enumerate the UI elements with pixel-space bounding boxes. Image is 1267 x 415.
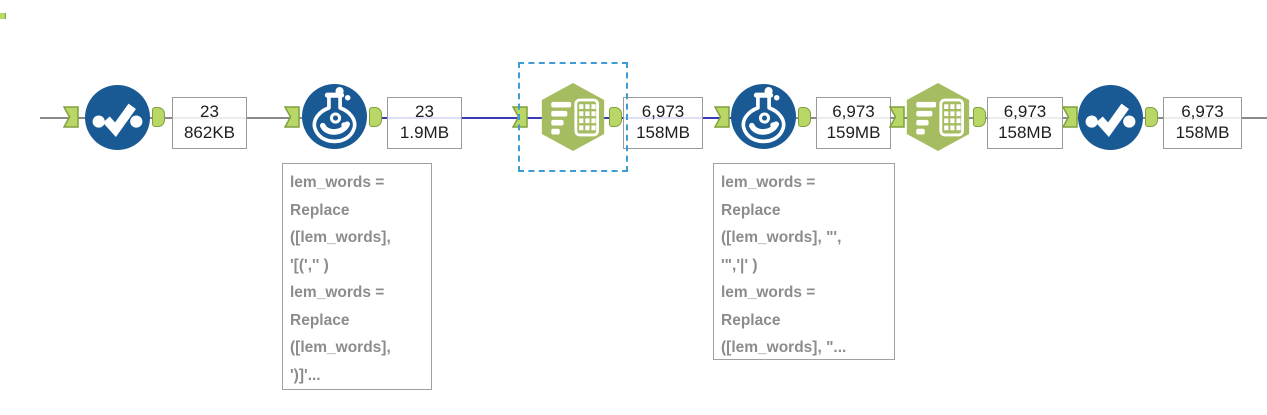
tool-unique-2[interactable] (1078, 85, 1143, 150)
tool-formula-2[interactable] (731, 84, 796, 149)
output-anchor[interactable] (152, 107, 165, 127)
input-anchor[interactable] (889, 106, 905, 128)
record-count-box: 6,973 159MB (816, 97, 891, 149)
record-count: 6,973 (1003, 102, 1047, 122)
edge-anchor-fragment (0, 13, 6, 19)
output-anchor[interactable] (369, 107, 382, 127)
record-count: 6,973 (832, 102, 875, 122)
data-size: 158MB (998, 123, 1052, 142)
tool-unique-1[interactable] (85, 85, 150, 150)
tool-summarize-2[interactable] (904, 80, 972, 154)
input-anchor[interactable] (284, 106, 300, 128)
record-count-box: 6,973 158MB (987, 97, 1063, 149)
input-anchor[interactable] (1062, 106, 1078, 128)
flask-icon (731, 84, 796, 149)
data-size: 1.9MB (399, 123, 450, 142)
record-count-box: 23 1.9MB (387, 97, 462, 149)
tool-formula-1[interactable] (302, 84, 367, 149)
data-size: 862KB (183, 123, 236, 142)
connection-wire-selected[interactable] (380, 117, 560, 119)
record-count: 23 (200, 102, 219, 122)
check-dots-icon (85, 85, 150, 150)
summarize-table-icon (541, 83, 605, 151)
check-dots-icon (1078, 85, 1143, 150)
annotation-formula-1[interactable]: lem_words = Replace ([lem_words], '[(','… (282, 163, 432, 390)
flask-icon (302, 84, 367, 149)
record-count-box: 6,973 158MB (1163, 97, 1242, 149)
input-anchor[interactable] (512, 106, 528, 128)
data-size: 158MB (636, 123, 690, 142)
record-count: 23 (415, 102, 434, 122)
summarize-table-icon (906, 83, 970, 151)
data-size: 159MB (826, 123, 881, 142)
record-count-box: 23 862KB (172, 97, 247, 149)
output-anchor[interactable] (798, 107, 811, 127)
record-count: 6,973 (641, 102, 685, 122)
data-size: 158MB (1175, 123, 1230, 142)
tool-summarize-1[interactable] (539, 80, 607, 154)
record-count: 6,973 (1181, 102, 1224, 122)
record-count-box: 6,973 158MB (623, 97, 703, 149)
annotation-formula-2[interactable]: lem_words = Replace ([lem_words], "', '"… (713, 163, 895, 360)
input-anchor[interactable] (63, 106, 79, 128)
output-anchor[interactable] (609, 107, 622, 127)
input-anchor[interactable] (714, 106, 730, 128)
output-anchor[interactable] (973, 107, 986, 127)
output-anchor[interactable] (1145, 107, 1158, 127)
